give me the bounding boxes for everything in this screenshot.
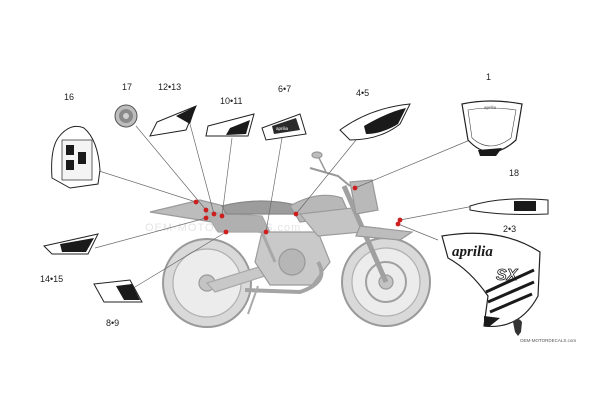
- anchor-dot-12-13: [211, 211, 217, 217]
- callout-18: 18: [509, 168, 519, 178]
- oem-logo-text: OEM-MOTORDECALS.com: [520, 338, 576, 343]
- anchor-dots: [193, 185, 403, 235]
- decal-8-9-black: [116, 284, 140, 300]
- decal-18-shape: [469, 198, 549, 215]
- decal-2-3-black-corner: [484, 316, 500, 326]
- decal-16-black-block-2: [66, 160, 74, 170]
- decal-2-3-shape: [441, 232, 541, 328]
- callout-2-3: 2•3: [503, 224, 516, 234]
- decal-14-15-black: [60, 238, 94, 252]
- anchor-dot-10-11: [219, 213, 225, 219]
- decal-10-11-black: [226, 120, 250, 135]
- leader-16: [95, 169, 197, 203]
- anchor-dot-18: [397, 217, 403, 223]
- leader-8-9: [129, 231, 227, 291]
- anchor-dot-2-3: [395, 221, 401, 227]
- callout-17: 17: [122, 82, 132, 92]
- motorcycle-silhouette: [149, 151, 431, 328]
- anchor-dot-1: [352, 185, 358, 191]
- decal-2-3-stripes: [485, 268, 535, 314]
- decal-18: [469, 198, 549, 215]
- decal-17: [114, 104, 138, 128]
- seat: [221, 200, 301, 215]
- brake-disc: [365, 261, 407, 303]
- anchor-dot-16: [193, 199, 199, 205]
- decal-4-5-black: [364, 108, 406, 134]
- decal-1-black-tab: [478, 148, 502, 156]
- leader-4-5: [295, 139, 357, 215]
- decal-2-3-brand: aprilia: [452, 244, 493, 260]
- leader-18: [399, 205, 475, 221]
- oem-logo: OEM-MOTORDECALS.com: [513, 319, 576, 343]
- leader-1: [354, 139, 471, 189]
- anchor-dot-14-15: [203, 215, 209, 221]
- leader-14-15: [94, 217, 207, 249]
- handlebar: [309, 167, 351, 187]
- mirror-glass: [311, 151, 323, 159]
- decal-4-5: [339, 103, 411, 141]
- leader-10-11: [221, 137, 233, 217]
- callout-12-13: 12•13: [158, 82, 181, 92]
- decal-1-inner: [467, 107, 517, 147]
- leader-2-3: [397, 223, 439, 241]
- decal-16: [51, 125, 101, 189]
- decal-16-black-block-1: [66, 145, 74, 155]
- exhaust: [244, 260, 324, 295]
- anchor-dot-4-5: [293, 211, 299, 217]
- decal-17-center: [123, 113, 129, 119]
- callout-14-15: 14•15: [40, 274, 63, 284]
- anchor-dot-6-7: [263, 229, 269, 235]
- decal-6-7-black: [272, 118, 300, 134]
- leader-12-13: [189, 123, 215, 215]
- decal-2-3: aprilia SX: [441, 232, 541, 328]
- decal-16-black-block-3: [78, 152, 86, 164]
- engine-cover: [278, 248, 306, 276]
- decal-1: aprilia: [461, 100, 523, 156]
- mirror: [317, 155, 327, 173]
- callout-1: 1: [486, 72, 491, 82]
- callout-10-11: 10•11: [220, 96, 243, 106]
- kickstand: [247, 285, 259, 315]
- callout-16: 16: [64, 92, 74, 102]
- leader-17: [135, 125, 207, 211]
- anchor-dot-17: [203, 207, 209, 213]
- front-fender: [355, 225, 414, 241]
- anchor-dot-8-9: [223, 229, 229, 235]
- leader-lines: [94, 123, 475, 291]
- decal-12-13-black: [176, 106, 196, 124]
- decal-6-7-text: aprilia: [276, 126, 289, 131]
- decal-18-black: [514, 201, 536, 211]
- oem-logo-mark: [513, 319, 522, 336]
- leader-6-7: [265, 137, 283, 233]
- callout-8-9: 8•9: [106, 318, 119, 328]
- decal-6-7: aprilia: [261, 113, 307, 141]
- decal-1-brand: aprilia: [484, 105, 497, 110]
- callout-4-5: 4•5: [356, 88, 369, 98]
- callout-6-7: 6•7: [278, 84, 291, 94]
